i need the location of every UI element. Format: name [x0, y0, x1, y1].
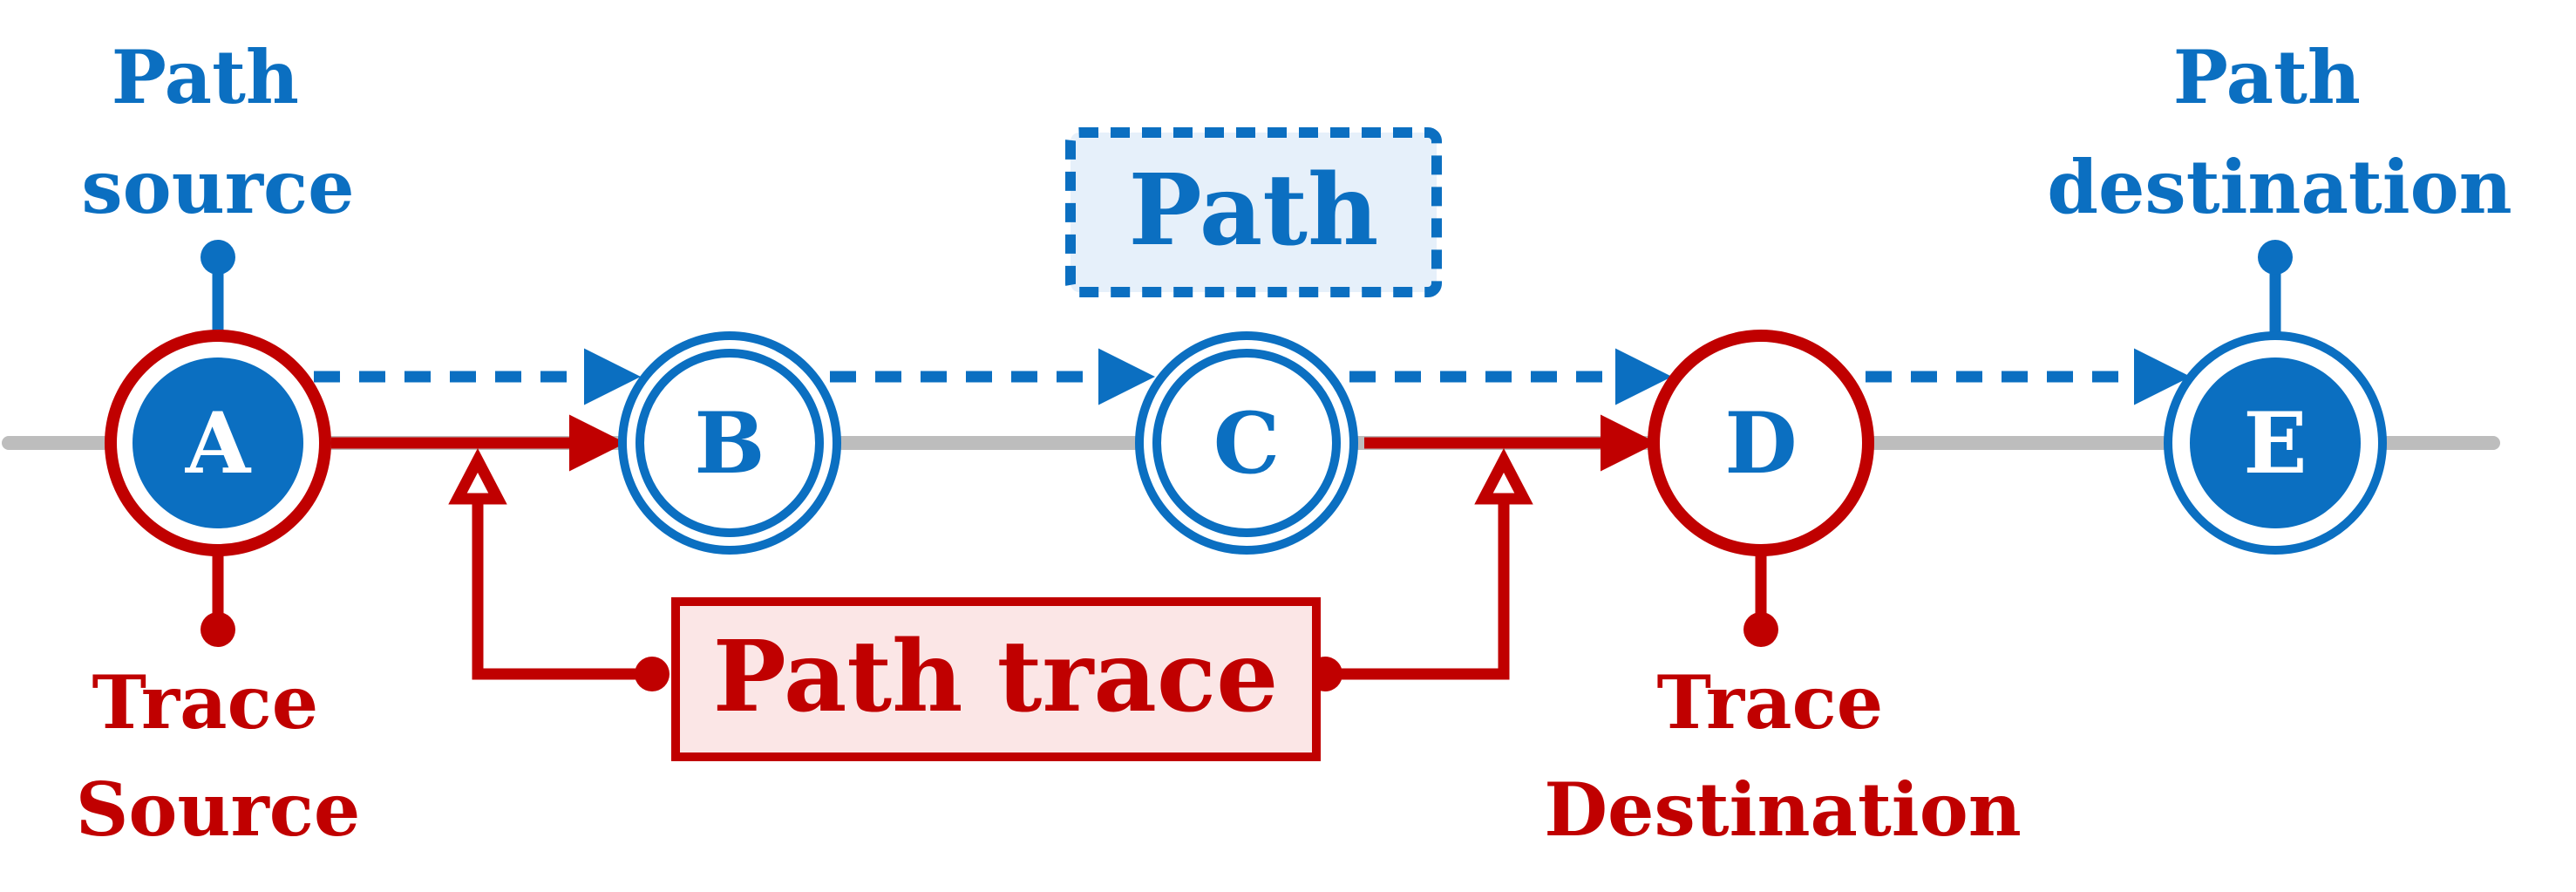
trace-source-dot: [201, 612, 235, 647]
node-c: C: [1135, 331, 1358, 555]
trace-source-label: Trace Source: [76, 659, 361, 853]
path-destination-dot: [2258, 240, 2293, 275]
path-source-label: Path source: [81, 34, 354, 230]
path-box: Path: [1065, 127, 1442, 297]
node-e-label: E: [2243, 394, 2307, 493]
node-a-label: A: [185, 394, 252, 493]
path-trace-box: Path trace: [671, 597, 1321, 761]
path-trace-box-label: Path trace: [713, 620, 1279, 734]
trace-connector-left-dot: [635, 657, 669, 691]
path-trace-connectors: [448, 447, 1533, 680]
path-source-dot: [201, 240, 235, 275]
path-box-label: Path: [1129, 153, 1379, 268]
node-b-label: B: [694, 394, 765, 493]
node-a: A: [105, 330, 331, 556]
node-d: D: [1648, 330, 1874, 556]
node-e: E: [2164, 331, 2387, 555]
trace-connector-right: [1325, 499, 1510, 680]
node-d-label: D: [1724, 394, 1797, 493]
node-b: B: [618, 331, 841, 555]
trace-connector-right-head: [1474, 447, 1533, 505]
trace-destination-dot: [1743, 612, 1778, 647]
node-c-label: C: [1213, 394, 1280, 493]
trace-connector-left: [472, 499, 652, 680]
trace-connector-left-head: [448, 447, 507, 505]
trace-destination-label: Trace Destination: [1544, 659, 2022, 853]
path-destination-label: Path destination: [2047, 34, 2512, 230]
